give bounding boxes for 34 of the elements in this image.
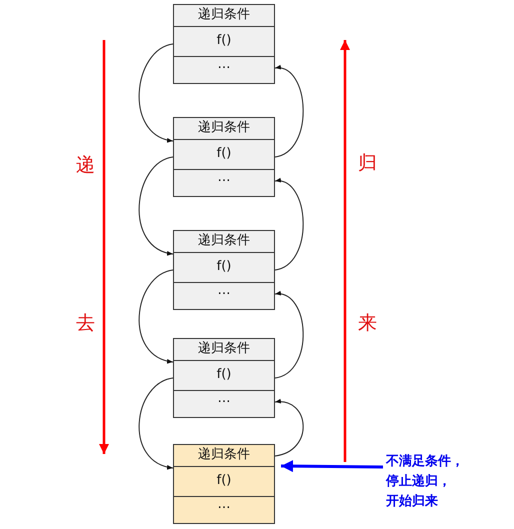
stack-frame: [173, 117, 275, 197]
condition-cell: 递归条件: [174, 5, 274, 27]
arrow: [280, 460, 384, 472]
call-cell: f(): [174, 253, 274, 283]
stack-frame: [173, 444, 275, 524]
arrow: [274, 400, 304, 456]
ellipsis-cell-text: …: [216, 391, 232, 408]
condition-cell: 递归条件: [174, 231, 274, 253]
condition-cell: 递归条件: [174, 445, 274, 467]
condition-cell: 递归条件: [174, 339, 274, 361]
call-cell: f(): [174, 361, 274, 391]
stack-frame: [173, 4, 275, 84]
direction-label: 归: [358, 151, 377, 176]
arrow: [138, 378, 174, 469]
ellipsis-cell-text: …: [216, 283, 232, 300]
note-text: 不满足条件，停止递归，开始归来: [386, 452, 496, 512]
stack-frame: [173, 338, 275, 418]
stack-frame: [173, 230, 275, 310]
direction-label: 递: [76, 153, 95, 178]
direction-label: 去: [76, 311, 95, 336]
call-cell: f(): [174, 140, 274, 170]
call-cell: f(): [174, 27, 274, 57]
arrow: [274, 292, 304, 378]
direction-label: 来: [358, 311, 377, 336]
arrow: [138, 270, 174, 363]
ellipsis-cell-text: …: [216, 57, 232, 74]
arrow: [138, 156, 174, 255]
ellipsis-cell-text: …: [216, 170, 232, 187]
arrow: [138, 44, 174, 142]
arrow: [274, 179, 304, 270]
call-cell: f(): [174, 467, 274, 497]
ellipsis-cell-text: …: [216, 497, 232, 514]
condition-cell: 递归条件: [174, 118, 274, 140]
arrow: [274, 66, 304, 158]
